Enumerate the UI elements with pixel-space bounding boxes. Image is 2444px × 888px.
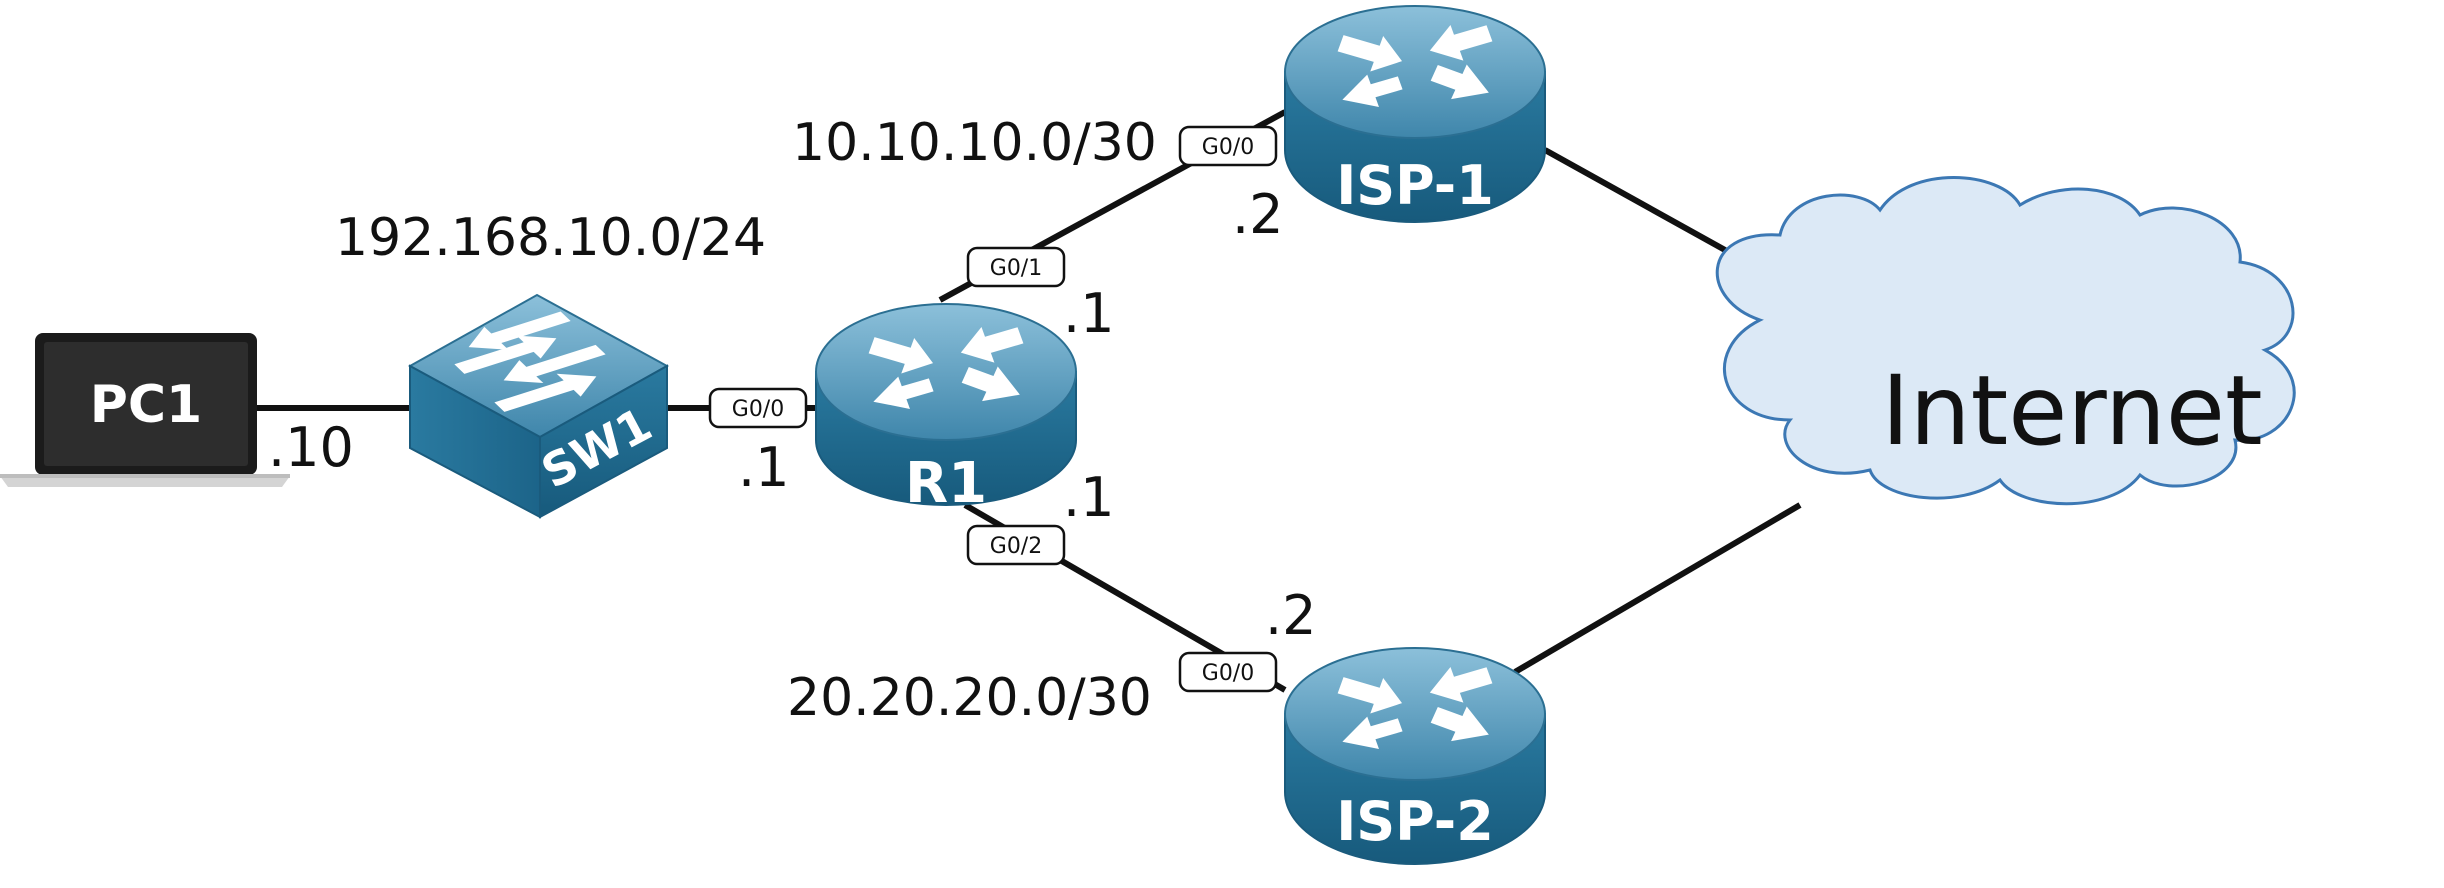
switch-icon[interactable]: SW1 [407, 293, 670, 519]
svg-text:G0/0: G0/0 [1202, 661, 1254, 686]
isp2-label: ISP-2 [1336, 790, 1494, 853]
link-isp2-internet [1513, 502, 1802, 675]
isp1-label: ISP-1 [1336, 154, 1494, 217]
svg-text:G0/0: G0/0 [1202, 135, 1254, 160]
ip-r1-wan2: .1 [1063, 466, 1115, 529]
internet-label: Internet [1881, 355, 2262, 467]
pc1-label: PC1 [90, 375, 202, 435]
port-isp1-wan: G0/0 [1178, 125, 1278, 167]
port-r1-isp1: G0/1 [966, 246, 1066, 288]
svg-text:G0/1: G0/1 [990, 256, 1042, 281]
port-r1-isp2: G0/2 [966, 524, 1066, 566]
ip-pc1: .10 [268, 416, 354, 479]
svg-text:G0/0: G0/0 [732, 397, 784, 422]
ip-isp2: .2 [1265, 584, 1317, 647]
router-r1-icon[interactable]: R1 [815, 303, 1077, 516]
r1-label: R1 [905, 451, 987, 516]
port-r1-lan: G0/0 [708, 387, 808, 429]
port-isp2-wan: G0/0 [1178, 651, 1278, 693]
internet-cloud-icon[interactable]: Internet [1715, 176, 2296, 506]
laptop-icon[interactable]: PC1 [0, 333, 290, 487]
router-isp1-icon[interactable]: ISP-1 [1284, 5, 1546, 223]
network-wan1-label: 10.10.10.0/30 [792, 113, 1157, 173]
ip-r1-lan: .1 [738, 436, 790, 499]
ip-isp1: .2 [1232, 183, 1284, 246]
network-wan2-label: 20.20.20.0/30 [787, 668, 1152, 728]
router-isp2-icon[interactable]: ISP-2 [1284, 647, 1546, 865]
svg-text:G0/2: G0/2 [990, 534, 1042, 559]
network-lan-label: 192.168.10.0/24 [335, 208, 766, 268]
ip-r1-wan1: .1 [1063, 282, 1115, 345]
